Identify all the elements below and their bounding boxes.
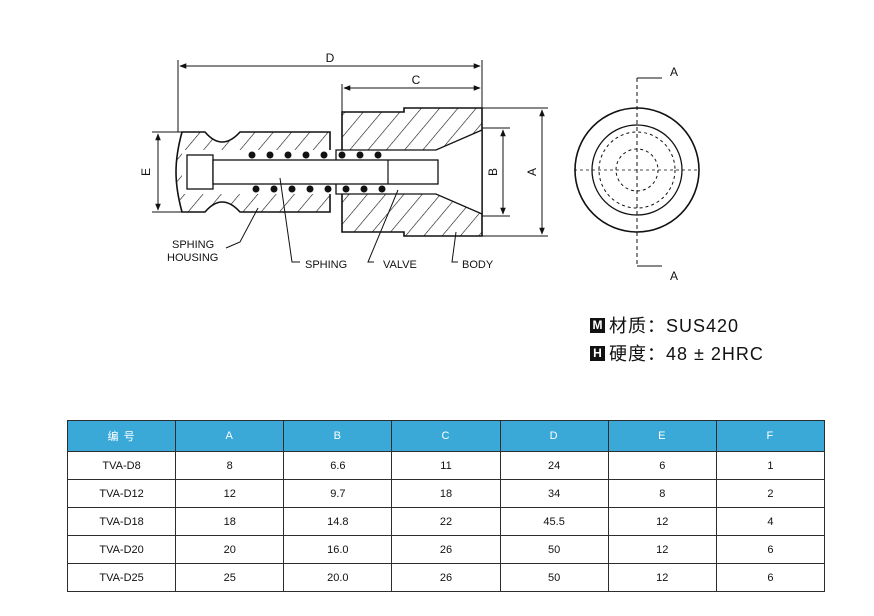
dim-label-c: C xyxy=(412,73,421,87)
header-cell-a: A xyxy=(175,420,285,452)
table-cell: 45.5 xyxy=(499,507,609,536)
valve-rod xyxy=(212,159,439,185)
table-cell: 18 xyxy=(391,479,501,508)
table-row: TVA-D12 12 9.7 18 34 8 2 xyxy=(66,479,826,508)
table-cell: 8 xyxy=(175,451,285,480)
spring-coils xyxy=(248,151,386,193)
dimension-c: C xyxy=(341,73,481,112)
header-cell-d: D xyxy=(499,420,609,452)
material-text: 材质：SUS420 xyxy=(609,316,740,336)
table-cell: 16.0 xyxy=(283,535,393,564)
table-cell: 1 xyxy=(715,451,826,480)
hardness-spec: H 硬度：48 ± 2HRC xyxy=(590,340,764,366)
callout-spring-housing-line1: SPHING xyxy=(172,239,214,251)
header-cell-c: C xyxy=(391,420,501,452)
header-cell-b: B xyxy=(283,420,393,452)
table-cell: 18 xyxy=(175,507,285,536)
table-cell: TVA-D8 xyxy=(66,451,177,480)
table-cell: 26 xyxy=(391,535,501,564)
table-cell: 6.6 xyxy=(283,451,393,480)
table-row: TVA-D25 25 20.0 26 50 12 6 xyxy=(66,563,826,592)
hardness-text: 硬度：48 ± 2HRC xyxy=(609,344,764,364)
section-label-bottom: A xyxy=(670,269,678,283)
table-cell: 12 xyxy=(607,563,717,592)
dim-label-b: B xyxy=(486,168,500,176)
specification-table: 编 号 A B C D E F TVA-D8 8 6.6 11 24 6 1 T… xyxy=(66,420,826,592)
table-header-row: 编 号 A B C D E F xyxy=(66,420,826,452)
leader-lines xyxy=(225,177,458,263)
table-row: TVA-D18 18 14.8 22 45.5 12 4 xyxy=(66,507,826,536)
callout-spring: SPHING xyxy=(305,259,347,271)
hardness-badge: H xyxy=(590,345,605,361)
table-cell: TVA-D12 xyxy=(66,479,177,508)
dimension-a: A xyxy=(482,107,548,237)
callout-spring-housing-line2: HOUSING xyxy=(167,252,218,264)
header-cell-f: F xyxy=(715,420,826,452)
table-row: TVA-D20 20 16.0 26 50 12 6 xyxy=(66,535,826,564)
table-cell: 6 xyxy=(715,563,826,592)
table-cell: 12 xyxy=(607,535,717,564)
table-cell: 26 xyxy=(391,563,501,592)
dim-label-d: D xyxy=(326,51,335,65)
table-cell: TVA-D25 xyxy=(66,563,177,592)
table-cell: 24 xyxy=(499,451,609,480)
dimension-b: B xyxy=(482,127,510,217)
table-cell: 2 xyxy=(715,479,826,508)
table-cell: TVA-D20 xyxy=(66,535,177,564)
dim-label-e: E xyxy=(139,168,153,176)
dim-label-a: A xyxy=(525,168,539,176)
table-cell: 34 xyxy=(499,479,609,508)
table-cell: 50 xyxy=(499,563,609,592)
table-cell: TVA-D18 xyxy=(66,507,177,536)
table-cell: 9.7 xyxy=(283,479,393,508)
table-cell: 12 xyxy=(175,479,285,508)
section-label-top: A xyxy=(670,65,678,79)
table-cell: 22 xyxy=(391,507,501,536)
callout-body: BODY xyxy=(462,259,494,271)
table-cell: 20.0 xyxy=(283,563,393,592)
callout-valve: VALVE xyxy=(383,259,417,271)
dimension-d: D xyxy=(177,51,483,132)
table-cell: 6 xyxy=(715,535,826,564)
material-badge: M xyxy=(590,317,605,333)
end-view: A A xyxy=(574,65,700,283)
dimension-e: E xyxy=(139,131,182,213)
table-cell: 6 xyxy=(607,451,717,480)
table-cell: 4 xyxy=(715,507,826,536)
table-cell: 50 xyxy=(499,535,609,564)
header-cell-code: 编 号 xyxy=(66,420,177,452)
header-cell-e: E xyxy=(607,420,717,452)
table-cell: 11 xyxy=(391,451,501,480)
table-cell: 14.8 xyxy=(283,507,393,536)
table-row: TVA-D8 8 6.6 11 24 6 1 xyxy=(66,451,826,480)
table-cell: 20 xyxy=(175,535,285,564)
table-cell: 8 xyxy=(607,479,717,508)
table-cell: 25 xyxy=(175,563,285,592)
material-spec: M 材质：SUS420 xyxy=(590,312,739,338)
table-cell: 12 xyxy=(607,507,717,536)
technical-drawing: D C E B A SPHING HOUSING SPHING VALVE BO… xyxy=(139,51,700,283)
